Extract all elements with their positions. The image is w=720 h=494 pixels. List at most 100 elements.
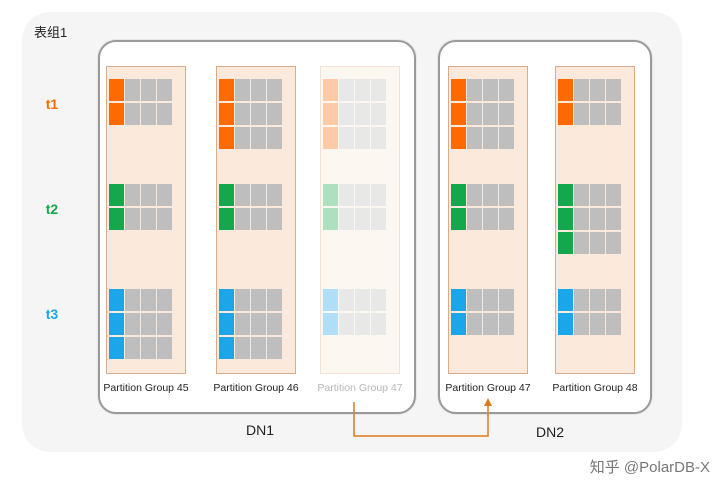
shard-data-cell	[267, 208, 282, 230]
shard-data-cell	[355, 127, 370, 149]
partition-group-1	[106, 66, 186, 374]
shard-data-cell	[499, 289, 514, 311]
shard-data-cell	[590, 313, 605, 335]
shard-data-cell	[371, 79, 386, 101]
shard-data-cell	[355, 103, 370, 125]
shard-data-cell	[267, 289, 282, 311]
shard-t2	[451, 184, 519, 232]
dn1-label: DN1	[246, 422, 275, 438]
shard-key-cell	[451, 289, 466, 311]
shard-data-cell	[371, 103, 386, 125]
shard-data-cell	[499, 79, 514, 101]
shard-key-cell	[558, 313, 573, 335]
shard-key-cell	[219, 103, 234, 125]
shard-data-cell	[157, 184, 172, 206]
shard-key-cell	[323, 289, 338, 311]
shard-key-cell	[558, 232, 573, 254]
partition-group-3	[320, 66, 400, 374]
shard-data-cell	[467, 103, 482, 125]
shard-data-cell	[371, 127, 386, 149]
shard-data-cell	[157, 313, 172, 335]
shard-data-cell	[235, 208, 250, 230]
shard-key-cell	[219, 208, 234, 230]
shard-key-cell	[451, 127, 466, 149]
shard-data-cell	[371, 184, 386, 206]
shard-data-cell	[141, 289, 156, 311]
shard-data-cell	[125, 103, 140, 125]
shard-data-cell	[499, 103, 514, 125]
shard-data-cell	[483, 184, 498, 206]
shard-data-cell	[251, 127, 266, 149]
shard-data-cell	[267, 127, 282, 149]
shard-data-cell	[339, 103, 354, 125]
partition-group-5	[555, 66, 635, 374]
shard-data-cell	[483, 79, 498, 101]
shard-data-cell	[590, 103, 605, 125]
shard-data-cell	[251, 79, 266, 101]
shard-data-cell	[371, 313, 386, 335]
shard-t1	[219, 79, 287, 151]
shard-data-cell	[483, 208, 498, 230]
shard-key-cell	[109, 79, 124, 101]
table-label-t1: t1	[45, 96, 59, 112]
shard-data-cell	[267, 337, 282, 359]
table-group-title: 表组1	[34, 25, 68, 40]
shard-key-cell	[323, 127, 338, 149]
shard-data-cell	[141, 208, 156, 230]
shard-data-cell	[467, 313, 482, 335]
shard-data-cell	[483, 127, 498, 149]
shard-data-cell	[606, 208, 621, 230]
shard-data-cell	[574, 289, 589, 311]
shard-data-cell	[267, 79, 282, 101]
shard-data-cell	[339, 208, 354, 230]
shard-data-cell	[267, 103, 282, 125]
partition-group-2	[216, 66, 296, 374]
shard-key-cell	[323, 313, 338, 335]
shard-data-cell	[339, 289, 354, 311]
shard-data-cell	[235, 103, 250, 125]
shard-key-cell	[323, 103, 338, 125]
shard-data-cell	[355, 184, 370, 206]
shard-data-cell	[371, 208, 386, 230]
partition-group-label: Partition Group 45	[103, 382, 189, 394]
shard-data-cell	[267, 184, 282, 206]
shard-data-cell	[251, 313, 266, 335]
shard-data-cell	[125, 313, 140, 335]
shard-data-cell	[267, 313, 282, 335]
shard-data-cell	[251, 337, 266, 359]
shard-t3	[451, 289, 519, 337]
partition-group-label: Partition Group 48	[552, 382, 638, 394]
shard-t1	[558, 79, 626, 127]
shard-key-cell	[219, 79, 234, 101]
shard-data-cell	[574, 79, 589, 101]
shard-data-cell	[606, 103, 621, 125]
shard-data-cell	[371, 289, 386, 311]
shard-data-cell	[483, 289, 498, 311]
shard-data-cell	[574, 184, 589, 206]
shard-data-cell	[235, 337, 250, 359]
partition-group-label: Partition Group 47	[445, 382, 531, 394]
shard-data-cell	[339, 313, 354, 335]
shard-data-cell	[141, 79, 156, 101]
shard-data-cell	[590, 184, 605, 206]
shard-data-cell	[235, 289, 250, 311]
partition-group-4	[448, 66, 528, 374]
shard-key-cell	[323, 184, 338, 206]
shard-key-cell	[558, 103, 573, 125]
shard-data-cell	[467, 184, 482, 206]
shard-key-cell	[451, 103, 466, 125]
shard-data-cell	[235, 127, 250, 149]
shard-t3	[323, 289, 391, 337]
shard-data-cell	[141, 103, 156, 125]
shard-t3	[558, 289, 626, 337]
shard-data-cell	[606, 313, 621, 335]
shard-data-cell	[590, 232, 605, 254]
shard-key-cell	[451, 313, 466, 335]
shard-data-cell	[339, 127, 354, 149]
shard-data-cell	[467, 127, 482, 149]
shard-key-cell	[109, 208, 124, 230]
shard-data-cell	[339, 184, 354, 206]
shard-data-cell	[483, 313, 498, 335]
shard-data-cell	[574, 313, 589, 335]
